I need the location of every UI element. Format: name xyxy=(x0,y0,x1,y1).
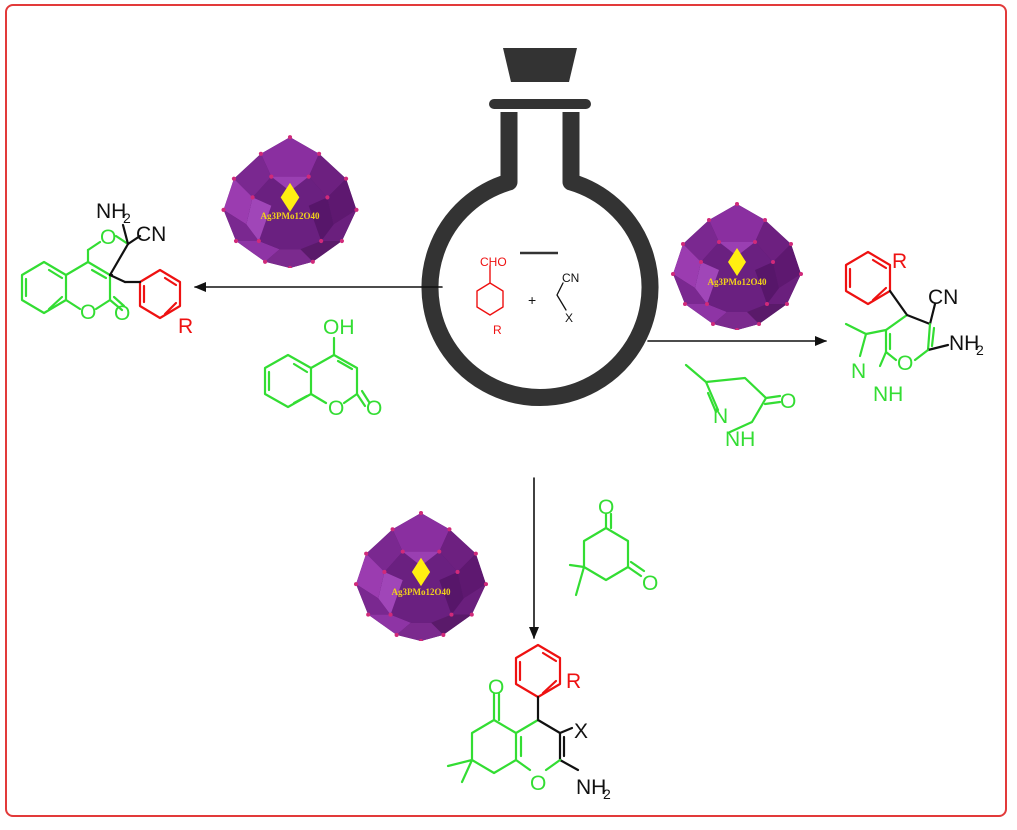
reagent-pyrazolone-nh: NH xyxy=(725,428,755,451)
left-product-nh-sub: 2 xyxy=(123,210,131,226)
bottom-product-nh-sub: 2 xyxy=(603,786,611,802)
nitrile-x-label: X xyxy=(565,311,573,325)
reagent-pyrazolone-o: O xyxy=(780,390,796,413)
flask-nitrile: CN X xyxy=(556,271,579,325)
catalyst-left: Ag3PMo12O40 xyxy=(221,135,359,268)
right-product-nh-ring: NH xyxy=(873,383,903,406)
bottom-product-nh: NH xyxy=(576,776,606,799)
bottom-product-ring-oxygen: O xyxy=(530,772,546,795)
reagent-carbonyl-oxygen: O xyxy=(366,397,382,420)
reagent-dimedone-o-right: O xyxy=(642,572,658,595)
plus-sign: + xyxy=(528,292,536,308)
right-product-n: N xyxy=(851,360,866,383)
left-product-carbonyl-oxygen: O xyxy=(114,302,130,325)
bottom-product-x: X xyxy=(574,720,588,743)
catalyst-label-left: Ag3PMo12O40 xyxy=(261,211,320,221)
aldehyde-label: CHO xyxy=(480,255,507,269)
reagent-pyrazolone-n: N xyxy=(713,405,728,428)
product-right: R CN NH 2 N NH O xyxy=(844,250,984,406)
right-product-r: R xyxy=(892,250,907,273)
flask-aldehyde: CHO R xyxy=(476,255,507,337)
nitrile-label: CN xyxy=(562,271,579,285)
reagent-ring-oxygen: O xyxy=(328,397,344,420)
left-product-pyran-oxygen: O xyxy=(100,226,116,249)
left-product-nh: NH xyxy=(96,200,126,223)
catalyst-bottom: Ag3PMo12O40 xyxy=(353,511,489,641)
aldehyde-substituent: R xyxy=(493,323,502,337)
reagent-hydroxycoumarin: OH O O xyxy=(263,316,382,420)
left-product-cn: CN xyxy=(136,223,166,246)
right-product-nh-sub: 2 xyxy=(976,342,984,358)
reagent-oh: OH xyxy=(323,316,355,339)
right-product-nh: NH xyxy=(949,332,979,355)
right-product-cn: CN xyxy=(928,286,958,309)
left-product-r: R xyxy=(178,315,193,338)
right-product-o: O xyxy=(897,352,913,375)
bottom-product-r: R xyxy=(566,670,581,693)
reagent-dimedone-o-top: O xyxy=(598,496,614,519)
reagent-dimedone: O O xyxy=(568,496,658,597)
reagent-pyrazolone: N NH O xyxy=(684,363,796,451)
flask xyxy=(421,48,659,407)
catalyst-right: Ag3PMo12O40 xyxy=(671,202,803,330)
left-product-lactone-oxygen: O xyxy=(80,301,96,324)
catalyst-label-right: Ag3PMo12O40 xyxy=(708,277,767,287)
product-bottom: R X O O NH 2 xyxy=(446,643,611,802)
product-left: NH 2 CN O O O R xyxy=(20,200,193,338)
catalyst-label-bottom: Ag3PMo12O40 xyxy=(392,587,451,597)
bottom-product-carbonyl-oxygen: O xyxy=(488,676,504,699)
